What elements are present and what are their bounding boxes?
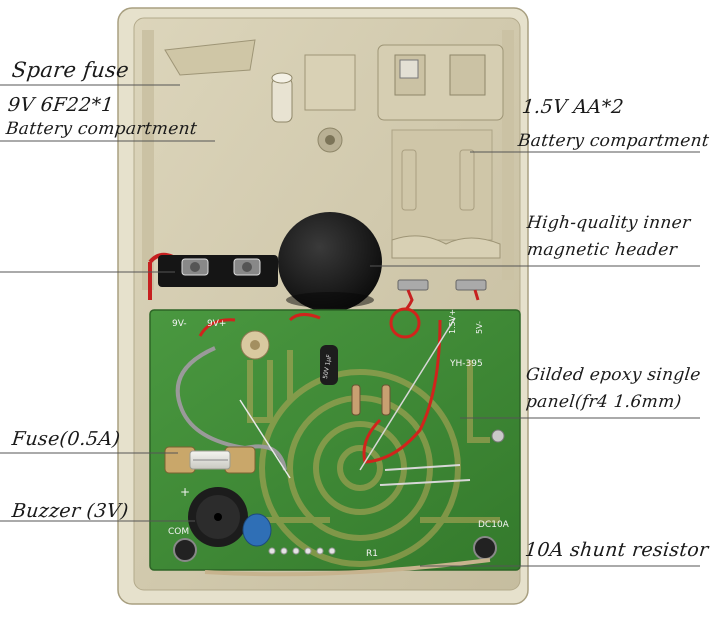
battery-snap-9v bbox=[148, 252, 278, 300]
label-fuse: Fuse(0.5A) bbox=[10, 428, 122, 450]
shunt-resistor bbox=[204, 558, 491, 577]
magnetic-buzzer-header bbox=[278, 212, 382, 312]
label-epoxy-line1: Gilded epoxy single bbox=[524, 365, 702, 385]
label-aa-battery: 1.5V AA*2 bbox=[520, 96, 625, 118]
pcb-label-9v-minus: 9V- bbox=[172, 319, 187, 329]
pcb-label-com: COM bbox=[168, 527, 189, 537]
spare-fuse-post bbox=[271, 72, 343, 153]
pcb-label-1-5v-plus: 1.5V+ bbox=[448, 309, 457, 334]
label-buzzer: Buzzer (3V) bbox=[10, 500, 130, 522]
label-spare-fuse: Spare fuse bbox=[10, 58, 131, 82]
pcb-model-label: YH-395 bbox=[449, 359, 483, 369]
label-magnetic-line2: magnetic header bbox=[525, 240, 679, 260]
label-aa-compartment: Battery compartment bbox=[516, 131, 710, 151]
pcb-label-9v-plus: 9V+ bbox=[207, 319, 226, 329]
fuse-component bbox=[164, 446, 256, 474]
pcb-label-r1: R1 bbox=[366, 549, 378, 559]
pcb-label-dc10a: DC10A bbox=[478, 520, 510, 530]
label-epoxy-line2: panel(fr4 1.6mm) bbox=[524, 392, 683, 412]
buzzer-component bbox=[188, 487, 272, 547]
capacitor-marking: 50V 1μF bbox=[322, 353, 333, 379]
label-shunt-resistor: 10A shunt resistor bbox=[523, 539, 710, 561]
callout-lines bbox=[0, 84, 700, 567]
battery-clip-9v bbox=[164, 39, 356, 111]
label-magnetic-line1: High-quality inner bbox=[525, 213, 692, 233]
pcb-plus-sign: + bbox=[180, 485, 190, 499]
label-9v-compartment: Battery compartment bbox=[4, 119, 199, 139]
aa-battery-holder bbox=[377, 44, 504, 259]
pcb-label-5v-minus: 5V- bbox=[475, 321, 484, 334]
label-9v-battery: 9V 6F22*1 bbox=[6, 94, 115, 116]
